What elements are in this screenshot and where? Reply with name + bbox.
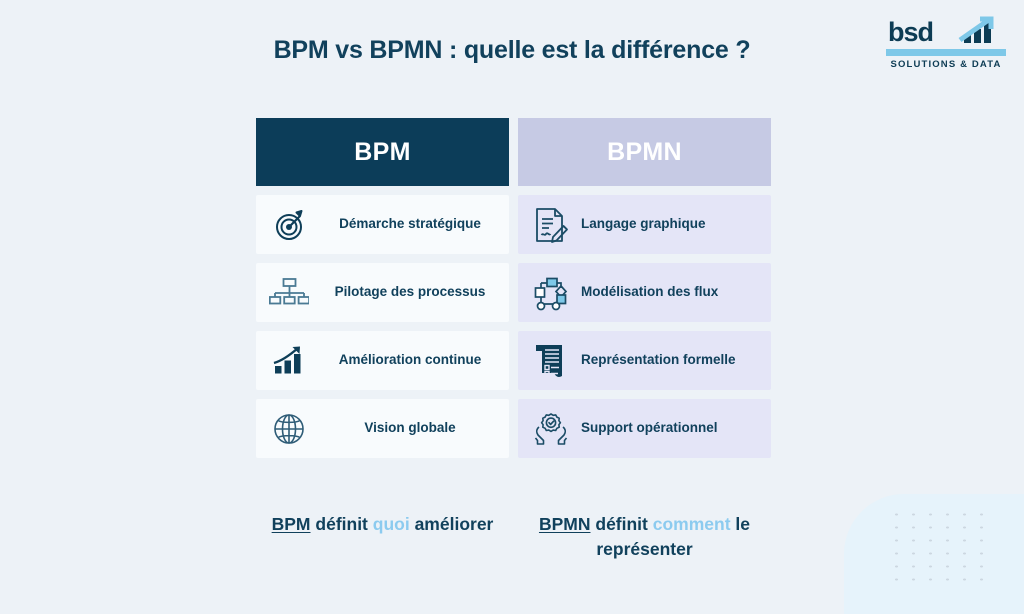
footer-bpmn-accent: comment — [652, 514, 731, 534]
column-bpmn: BPMN Langage graphique — [518, 118, 771, 458]
footer-bpm-accent: quoi — [372, 514, 410, 534]
feature-label: Amélioration continue — [338, 352, 482, 368]
footer-bpm-term: BPM — [271, 514, 311, 534]
footer-bpm-verb: définit — [315, 514, 368, 534]
feature-row: Démarche stratégique — [256, 195, 509, 254]
page-title: BPM vs BPMN : quelle est la différence ? — [273, 36, 751, 64]
feature-row: Amélioration continue — [256, 331, 509, 390]
dot-grid-decoration — [888, 508, 996, 588]
flowchart-diagram-icon — [531, 273, 571, 313]
logo-tagline: SOLUTIONS & DATA — [890, 59, 1002, 70]
feature-label: Démarche stratégique — [339, 216, 481, 232]
brand-logo: bsd SOLUTIONS & DATA — [886, 16, 1006, 70]
footer-bpmn-term: BPMN — [538, 514, 591, 534]
feature-row: Modélisation des flux — [518, 263, 771, 322]
feature-label: Langage graphique — [581, 216, 706, 232]
globe-icon — [269, 409, 309, 449]
footer-bpm-tail: améliorer — [414, 514, 494, 534]
feature-row: Pilotage des processus — [256, 263, 509, 322]
scroll-checklist-icon — [531, 341, 571, 381]
feature-row: Vision globale — [256, 399, 509, 458]
feature-row: Support opérationnel — [518, 399, 771, 458]
footer-bpmn-tail: le représenter — [596, 514, 751, 559]
footer-bpmn-conclusion: BPMN définit comment le représenter — [518, 512, 771, 562]
footer-bpmn-verb: définit — [595, 514, 648, 534]
feature-label: Support opérationnel — [581, 420, 718, 436]
logo-underline-bar — [886, 49, 1006, 56]
footer-conclusions: BPM définit quoi améliorer BPMN définit … — [256, 512, 771, 562]
feature-label: Modélisation des flux — [581, 284, 719, 300]
target-dart-icon — [269, 205, 309, 245]
document-pen-signature-icon — [531, 205, 571, 245]
column-header-bpmn: BPMN — [518, 118, 771, 186]
feature-label: Vision globale — [364, 420, 456, 436]
feature-label: Représentation formelle — [581, 352, 736, 368]
column-bpm: BPM Démarche stratégique — [256, 118, 509, 458]
growth-chart-icon — [269, 341, 309, 381]
feature-row: Langage graphique — [518, 195, 771, 254]
org-chart-icon — [269, 273, 309, 313]
column-header-bpm: BPM — [256, 118, 509, 186]
footer-bpm-conclusion: BPM définit quoi améliorer — [256, 512, 509, 562]
comparison-columns: BPM Démarche stratégique — [256, 118, 771, 458]
hands-gear-check-icon — [531, 409, 571, 449]
svg-text:bsd: bsd — [888, 17, 933, 46]
logo-wordmark-icon: bsd — [888, 16, 994, 46]
feature-row: Représentation formelle — [518, 331, 771, 390]
feature-label: Pilotage des processus — [334, 284, 486, 300]
